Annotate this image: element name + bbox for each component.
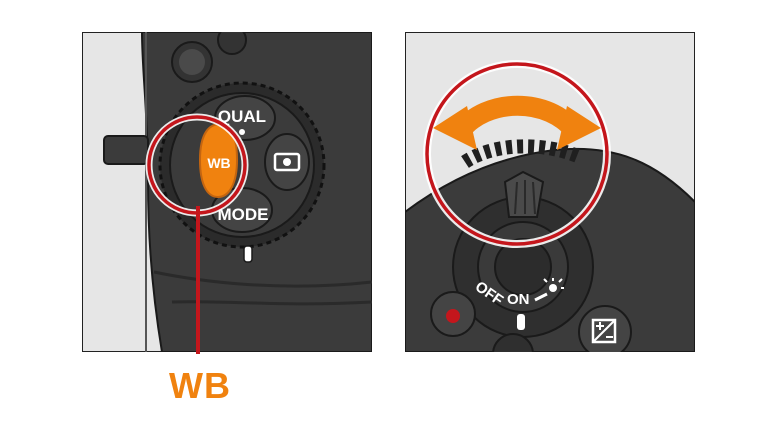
dial-highlight-circle (425, 62, 609, 246)
right-panel-power-switch-view: OFF ON (405, 32, 695, 352)
wb-button[interactable] (198, 122, 239, 199)
double-arrow-rotate-icon (433, 95, 601, 150)
mode-button-label: MODE (218, 205, 269, 224)
shutter-release-button[interactable] (494, 238, 552, 296)
lamp-icon (534, 278, 564, 302)
dial-index-mark (243, 245, 253, 263)
qual-button-label: QUAL (218, 107, 266, 126)
camera-top-left-illustration: WB QUAL MODE (82, 32, 372, 352)
exposure-compensation-icon (591, 318, 617, 344)
power-on-label: ON (507, 291, 530, 308)
camera-top-right-illustration: OFF ON (405, 32, 695, 352)
left-panel-wb-button-view: WB QUAL MODE (82, 32, 372, 352)
strap-lug (103, 135, 149, 165)
record-dot-icon (446, 309, 460, 323)
metering-icon (273, 152, 301, 172)
wb-callout-label: WB (169, 365, 231, 406)
switch-index-mark (517, 314, 525, 330)
sub-command-dial[interactable] (461, 139, 583, 168)
wb-button-label: WB (207, 155, 230, 171)
callout-leader-line (196, 206, 200, 354)
